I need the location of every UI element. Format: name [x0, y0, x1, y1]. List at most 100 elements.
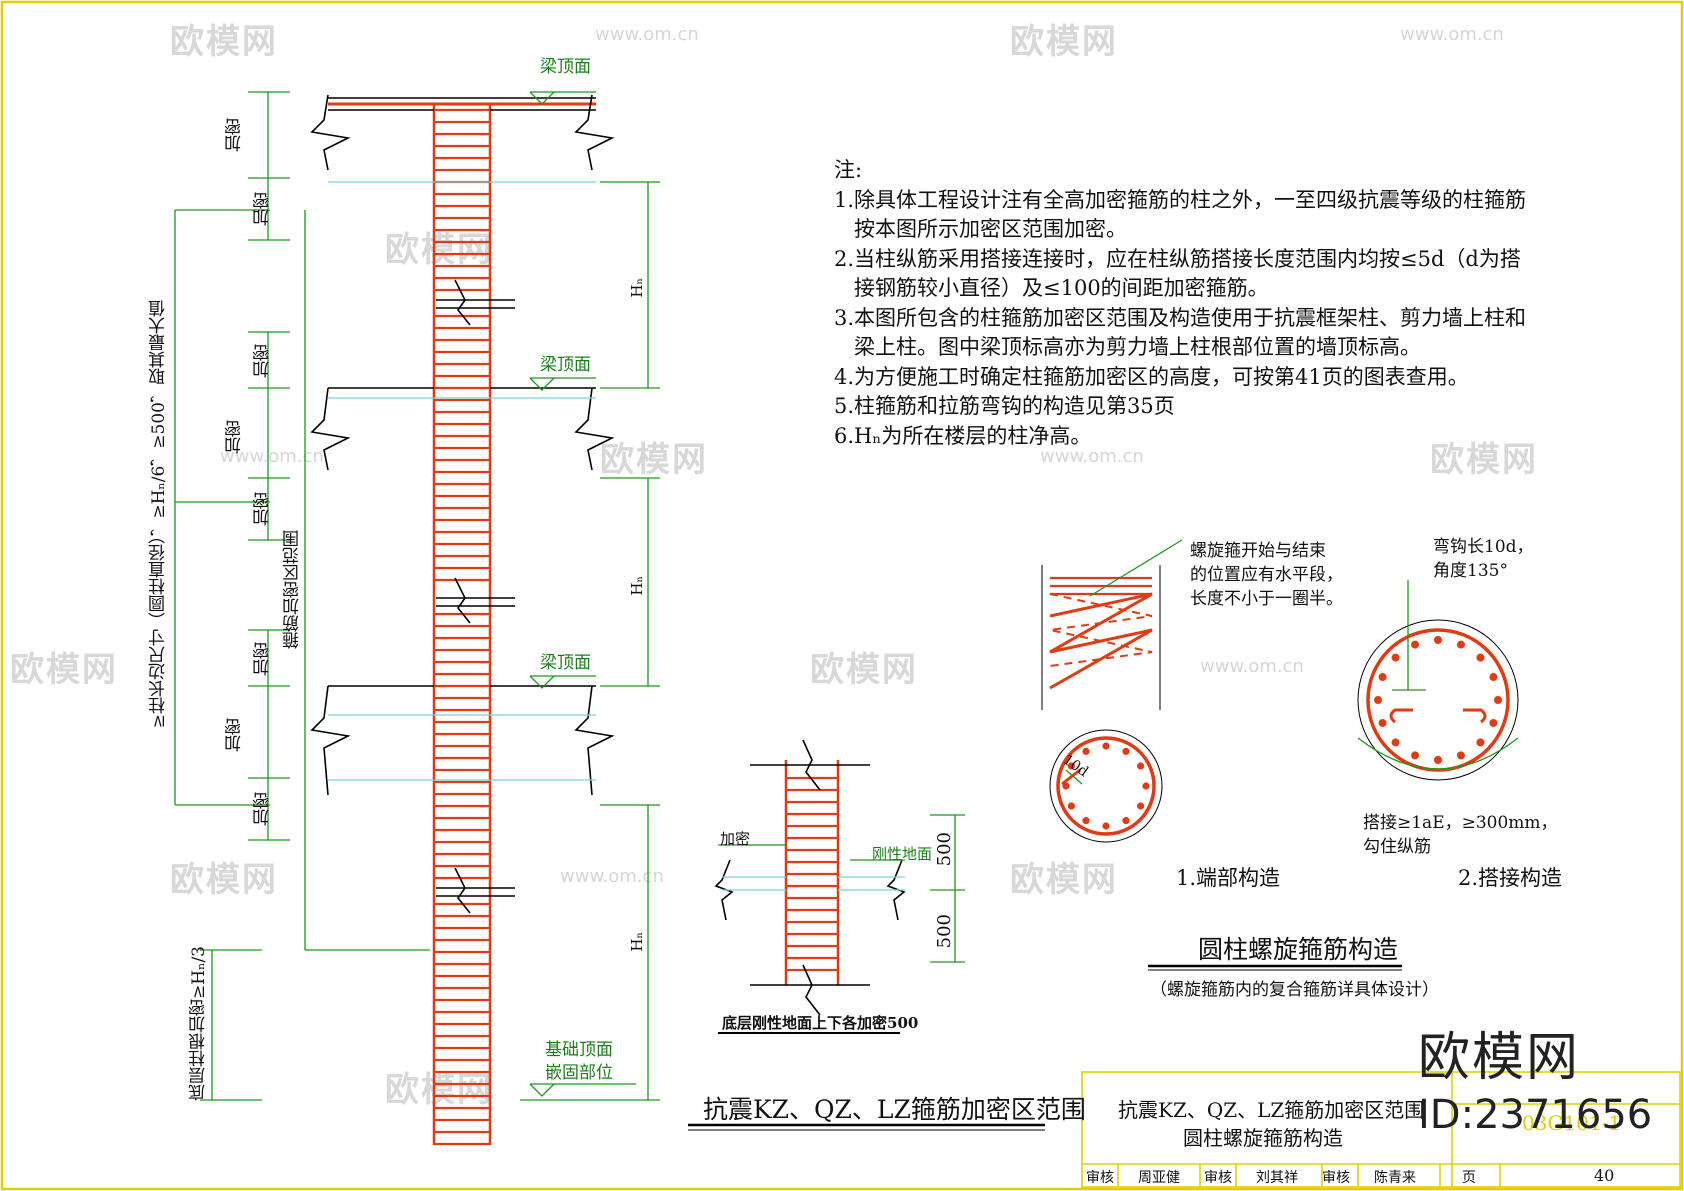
brand-id: ID:2371656 — [1418, 1092, 1653, 1138]
break-symbol — [436, 867, 515, 914]
spiral-note-line: 的位置应有水平段， — [1190, 565, 1343, 585]
watermark-text: 欧模网 — [1010, 22, 1118, 62]
end-detail-label: 1.端部构造 — [1176, 866, 1281, 890]
longitudinal-bar — [1378, 673, 1387, 682]
longitudinal-bar — [1067, 762, 1075, 770]
title-block-line2: 圆柱螺旋箍筋构造 — [1183, 1126, 1343, 1150]
longitudinal-bar — [1489, 673, 1498, 682]
densify-label: 加密 — [225, 718, 245, 752]
watermark-text: 欧模网 — [385, 230, 493, 270]
longitudinal-bar — [1062, 782, 1070, 790]
spiral-title: 圆柱螺旋箍筋构造 — [1198, 935, 1399, 964]
beam-top-label: 梁顶面 — [540, 653, 591, 673]
hook-note-line: 角度135° — [1433, 561, 1508, 581]
title-block-cell: 陈青来 — [1374, 1170, 1416, 1186]
dimension-lines — [174, 91, 660, 1101]
densify-range-label: ≥柱长边尺寸（圆柱直径），≥Hₙ/6，≥500，取其最大值 — [149, 300, 169, 729]
longitudinal-bar — [1434, 756, 1442, 764]
longitudinal-bar — [1476, 738, 1485, 747]
longitudinal-bar — [1137, 762, 1145, 770]
ground-dimension-lines — [718, 814, 965, 963]
hn-label: Hₙ — [628, 576, 646, 596]
longitudinal-bar — [1378, 718, 1387, 727]
stirrup-group — [434, 108, 490, 1146]
watermark-url: www.om.cn — [1400, 24, 1504, 45]
dimension-500-upper: 500 — [934, 832, 955, 867]
watermark-text: 欧模网 — [810, 650, 918, 690]
beam-top-label: 梁顶面 — [540, 355, 591, 375]
watermark-url: www.om.cn — [595, 24, 699, 45]
longitudinal-bar — [1122, 747, 1130, 755]
foundation-top-label: 基础顶面 — [545, 1040, 613, 1060]
longitudinal-bar — [1391, 738, 1400, 747]
title-block-cell: 审核 — [1086, 1170, 1114, 1186]
watermark-text: 欧模网 — [10, 650, 118, 690]
stirrup-zone-label: 箍筋加密区范围 — [283, 530, 303, 649]
title-block-cell: 审核 — [1204, 1170, 1232, 1186]
longitudinal-bar — [1489, 718, 1498, 727]
structure-lines — [310, 94, 615, 914]
longitudinal-bar — [1494, 696, 1502, 704]
note-line: 6.Hₙ为所在楼层的柱净高。 — [834, 423, 1092, 448]
break-symbol — [436, 577, 515, 624]
brand-logo: 欧模网 — [1418, 1028, 1581, 1088]
title-block-cell: 审核 — [1322, 1170, 1350, 1186]
notes-heading: 注: — [834, 158, 863, 182]
lap-note-line: 搭接≥1aE，≥300mm， — [1363, 813, 1558, 833]
longitudinal-bar — [1456, 751, 1465, 760]
spiral-note-line: 长度不小于一圈半。 — [1190, 589, 1343, 609]
longitudinal-bar — [1137, 802, 1145, 810]
main-title: 抗震KZ、QZ、LZ箍筋加密区范围 — [703, 1095, 1086, 1124]
atlas-number: 03G101-1 — [1522, 1111, 1622, 1135]
spiral-end-section — [1049, 729, 1163, 843]
longitudinal-bar — [1102, 822, 1110, 830]
watermark-url: www.om.cn — [560, 866, 664, 887]
densify-label: 加密 — [253, 192, 273, 226]
watermark-text: 欧模网 — [385, 1070, 493, 1110]
longitudinal-bar — [1067, 802, 1075, 810]
stirrup-group — [786, 776, 838, 972]
title-block-frame — [1081, 1071, 1681, 1188]
base-root-label: 底层柱根加密≥Hₙ/3 — [189, 946, 209, 1101]
longitudinal-bar — [1082, 817, 1090, 825]
note-line: 2.当柱纵筋采用搭接连接时，应在柱纵筋搭接长度范围内均按≤5d（d为搭 — [834, 246, 1521, 271]
rigid-ground-label: 刚性地面 — [872, 845, 933, 863]
floor-reference-lines — [328, 181, 596, 781]
note-line: 接钢筋较小直径）及≤100的间距加密箍筋。 — [854, 276, 1269, 300]
watermark-text: 欧模网 — [600, 440, 708, 480]
ground-densify-label: 加密 — [720, 830, 751, 848]
watermark-url: www.om.cn — [1200, 656, 1304, 677]
watermark-url: www.om.cn — [1040, 446, 1144, 467]
lap-detail-label: 2.搭接构造 — [1458, 866, 1563, 890]
densify-label: 加密 — [253, 792, 273, 826]
note-line: 4.为方便施工时确定柱箍筋加密区的高度，可按第41页的图表查用。 — [834, 364, 1469, 389]
watermark-url: www.om.cn — [220, 446, 324, 467]
break-symbol — [436, 279, 515, 326]
title-block-cell: 周亚健 — [1138, 1170, 1180, 1186]
embed-part-label: 嵌固部位 — [545, 1063, 613, 1083]
longitudinal-bar — [1391, 653, 1400, 662]
longitudinal-bar — [1456, 640, 1465, 649]
note-line: 1.除具体工程设计注有全高加密箍筋的柱之外，一至四级抗震等级的柱箍筋 — [834, 187, 1527, 212]
longitudinal-bar — [1411, 640, 1420, 649]
watermark-text: 欧模网 — [1430, 440, 1538, 480]
note-line: 5.柱箍筋和拉筋弯钩的构造见第35页 — [834, 394, 1175, 418]
spiral-note-line: 螺旋箍开始与结束 — [1190, 541, 1326, 561]
watermark-text: 欧模网 — [1010, 860, 1118, 900]
note-line: 按本图所示加密区范围加密。 — [854, 217, 1127, 241]
ground-reference-lines — [722, 876, 905, 891]
note-line: 梁上柱。图中梁顶标高亦为剪力墙上柱根部位置的墙顶标高。 — [854, 335, 1421, 359]
title-block-cell: 刘其祥 — [1256, 1170, 1298, 1186]
longitudinal-bar — [1411, 751, 1420, 760]
title-block-line1: 抗震KZ、QZ、LZ箍筋加密区范围 — [1118, 1098, 1425, 1122]
densify-label: 加密 — [253, 344, 273, 378]
densify-label: 加密 — [253, 492, 273, 526]
note-line: 3.本图所包含的柱箍筋加密区范围及构造使用于抗震框架柱、剪力墙上柱和 — [834, 305, 1527, 330]
title-block-cell: 页 — [1462, 1170, 1476, 1186]
longitudinal-bar — [1374, 696, 1382, 704]
lap-note-line: 勾住纵筋 — [1363, 837, 1431, 857]
beam-top-label: 梁顶面 — [540, 57, 591, 77]
spiral-lap-section — [1357, 580, 1519, 781]
